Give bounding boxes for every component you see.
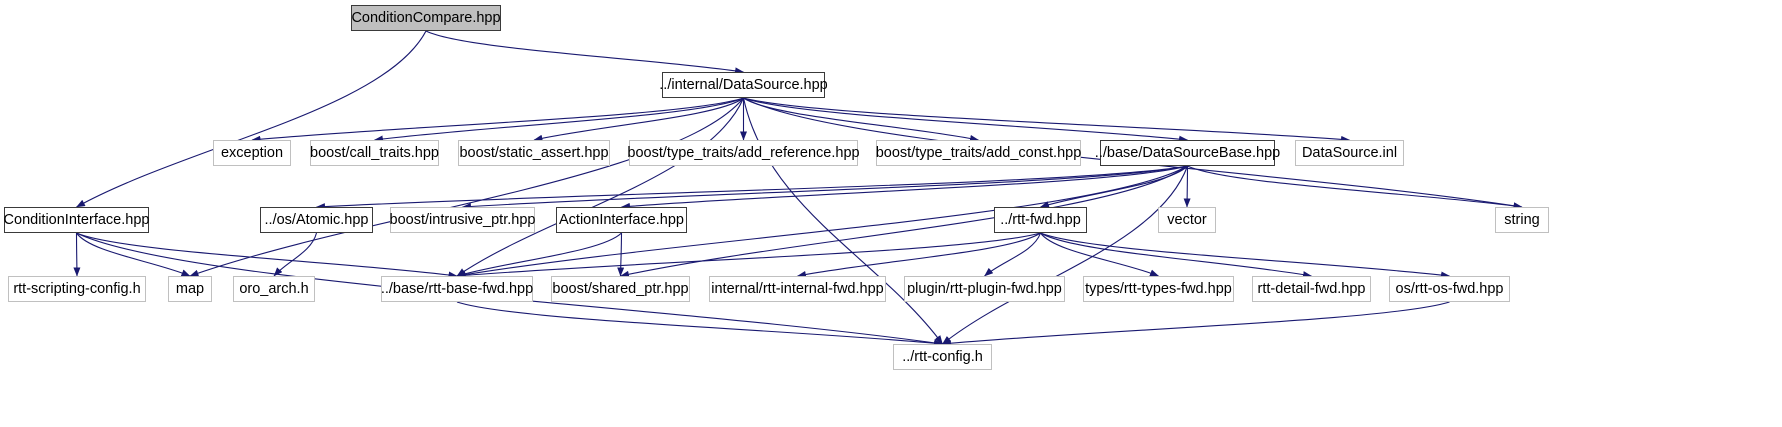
- graph-node[interactable]: ActionInterface.hpp: [556, 207, 687, 233]
- graph-node[interactable]: DataSource.inl: [1295, 140, 1404, 166]
- graph-edge: [742, 97, 943, 345]
- graph-edge: [462, 165, 1188, 210]
- graph-edge: [984, 232, 1042, 277]
- graph-node[interactable]: boost/type_traits/add_reference.hpp: [627, 140, 860, 166]
- graph-edge: [743, 97, 979, 142]
- graph-edge: [273, 232, 318, 277]
- graph-edge: [76, 30, 427, 208]
- graph-node[interactable]: vector: [1158, 207, 1216, 233]
- graph-edge: [374, 97, 744, 143]
- graph-edge: [743, 97, 1350, 143]
- graph-node[interactable]: ../rtt-config.h: [893, 344, 992, 370]
- graph-edge: [743, 97, 1188, 143]
- graph-edge: [942, 165, 1189, 345]
- graph-edge: [1040, 165, 1188, 208]
- graph-edge: [1183, 165, 1191, 208]
- graph-edge: [456, 97, 745, 277]
- graph-node[interactable]: ConditionInterface.hpp: [4, 207, 149, 233]
- graph-node[interactable]: boost/intrusive_ptr.hpp: [390, 207, 535, 233]
- graph-edge: [797, 232, 1041, 278]
- graph-edge: [316, 165, 1188, 211]
- graph-edge: [1040, 232, 1450, 279]
- graph-edge: [251, 97, 744, 143]
- graph-node[interactable]: exception: [213, 140, 291, 166]
- graph-edge: [73, 232, 81, 277]
- graph-edge: [942, 301, 1450, 347]
- graph-node[interactable]: ../internal/DataSource.hpp: [659, 72, 828, 98]
- graph-edge: [1040, 232, 1159, 277]
- graph-node[interactable]: boost/call_traits.hpp: [310, 140, 439, 166]
- graph-edge: [76, 232, 458, 279]
- graph-node[interactable]: ../rtt-fwd.hpp: [994, 207, 1087, 233]
- graph-node[interactable]: types/rtt-types-fwd.hpp: [1083, 276, 1234, 302]
- graph-node[interactable]: ../base/DataSourceBase.hpp: [1095, 140, 1280, 166]
- graph-edge: [620, 165, 1188, 278]
- graph-node[interactable]: rtt-detail-fwd.hpp: [1252, 276, 1371, 302]
- graph-node[interactable]: ../base/rtt-base-fwd.hpp: [381, 276, 533, 302]
- graph-node[interactable]: plugin/rtt-plugin-fwd.hpp: [904, 276, 1065, 302]
- graph-edge: [456, 301, 943, 347]
- graph-node[interactable]: ../os/Atomic.hpp: [260, 207, 373, 233]
- graph-node[interactable]: boost/static_assert.hpp: [458, 140, 610, 166]
- graph-edge: [621, 165, 1188, 210]
- graph-node[interactable]: oro_arch.h: [233, 276, 315, 302]
- graph-node[interactable]: internal/rtt-internal-fwd.hpp: [709, 276, 886, 302]
- graph-node[interactable]: os/rtt-os-fwd.hpp: [1389, 276, 1510, 302]
- graph-node[interactable]: ConditionCompare.hpp: [351, 5, 501, 31]
- graph-edge: [1187, 165, 1523, 210]
- graph-edge: [1040, 232, 1312, 278]
- graph-edge: [456, 232, 622, 278]
- graph-edge: [456, 232, 1041, 279]
- graph-node[interactable]: boost/shared_ptr.hpp: [551, 276, 690, 302]
- graph-edge: [425, 30, 744, 75]
- graph-edge: [617, 232, 625, 277]
- graph-node[interactable]: string: [1495, 207, 1549, 233]
- graph-node[interactable]: boost/type_traits/add_const.hpp: [876, 140, 1081, 166]
- graph-edge: [76, 232, 191, 277]
- graph-edge: [189, 97, 744, 277]
- graph-edge: [533, 97, 744, 142]
- graph-node[interactable]: rtt-scripting-config.h: [8, 276, 146, 302]
- graph-node[interactable]: map: [168, 276, 212, 302]
